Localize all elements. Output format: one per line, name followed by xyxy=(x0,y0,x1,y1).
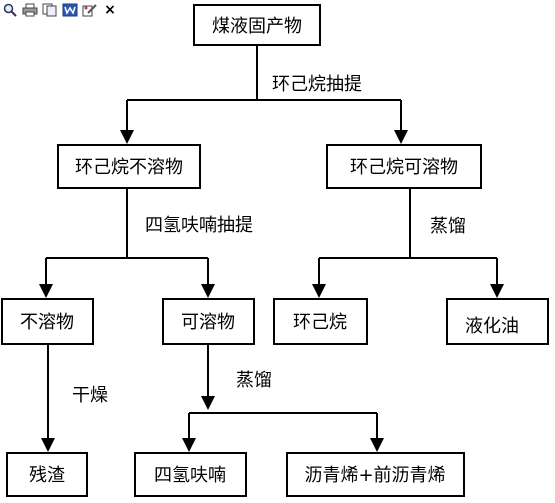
edge-label-distillation-2: 蒸馏 xyxy=(236,370,272,391)
node-cyclohexane-insoluble: 环己烷不溶物 xyxy=(57,144,201,189)
node-tetrahydrofuran: 四氢呋喃 xyxy=(134,452,247,497)
svg-text:液化油: 液化油 xyxy=(465,316,519,337)
node-liquefied-oil: 液化油 xyxy=(446,298,549,345)
node-insoluble: 不溶物 xyxy=(1,298,94,345)
svg-text:不溶物: 不溶物 xyxy=(20,312,74,333)
svg-text:残渣: 残渣 xyxy=(29,465,65,486)
node-asphaltene-preasphaltene: 沥青烯+前沥青烯 xyxy=(286,452,465,497)
print-icon[interactable] xyxy=(22,2,38,18)
svg-text:可溶物: 可溶物 xyxy=(181,312,235,333)
node-cyclohexane: 环己烷 xyxy=(273,298,368,345)
svg-text:环己烷不溶物: 环己烷不溶物 xyxy=(75,157,183,178)
edge-label-drying: 干燥 xyxy=(72,385,108,406)
word-icon[interactable] xyxy=(62,2,78,18)
search-icon[interactable] xyxy=(2,2,18,18)
svg-text:环己烷可溶物: 环己烷可溶物 xyxy=(350,157,458,178)
node-residue: 残渣 xyxy=(6,452,88,497)
node-soluble: 可溶物 xyxy=(162,298,255,345)
svg-text:沥青烯+前沥青烯: 沥青烯+前沥青烯 xyxy=(304,465,445,486)
svg-text:环己烷: 环己烷 xyxy=(293,312,347,333)
toolbar: × xyxy=(0,0,142,20)
edit-icon[interactable] xyxy=(82,2,98,18)
edge-label-cyclohexane-extraction: 环己烷抽提 xyxy=(272,74,362,95)
svg-text:煤液固产物: 煤液固产物 xyxy=(212,16,302,37)
node-cyclohexane-soluble: 环己烷可溶物 xyxy=(326,144,482,189)
edge-label-thf-extraction: 四氢呋喃抽提 xyxy=(145,215,253,236)
arrowheads xyxy=(39,130,504,452)
copy-icon[interactable] xyxy=(42,2,58,18)
svg-text:四氢呋喃: 四氢呋喃 xyxy=(154,465,226,486)
edge-label-distillation-1: 蒸馏 xyxy=(430,216,466,237)
close-icon[interactable]: × xyxy=(104,2,116,18)
node-coal-liquefaction-solid-product: 煤液固产物 xyxy=(193,4,321,46)
